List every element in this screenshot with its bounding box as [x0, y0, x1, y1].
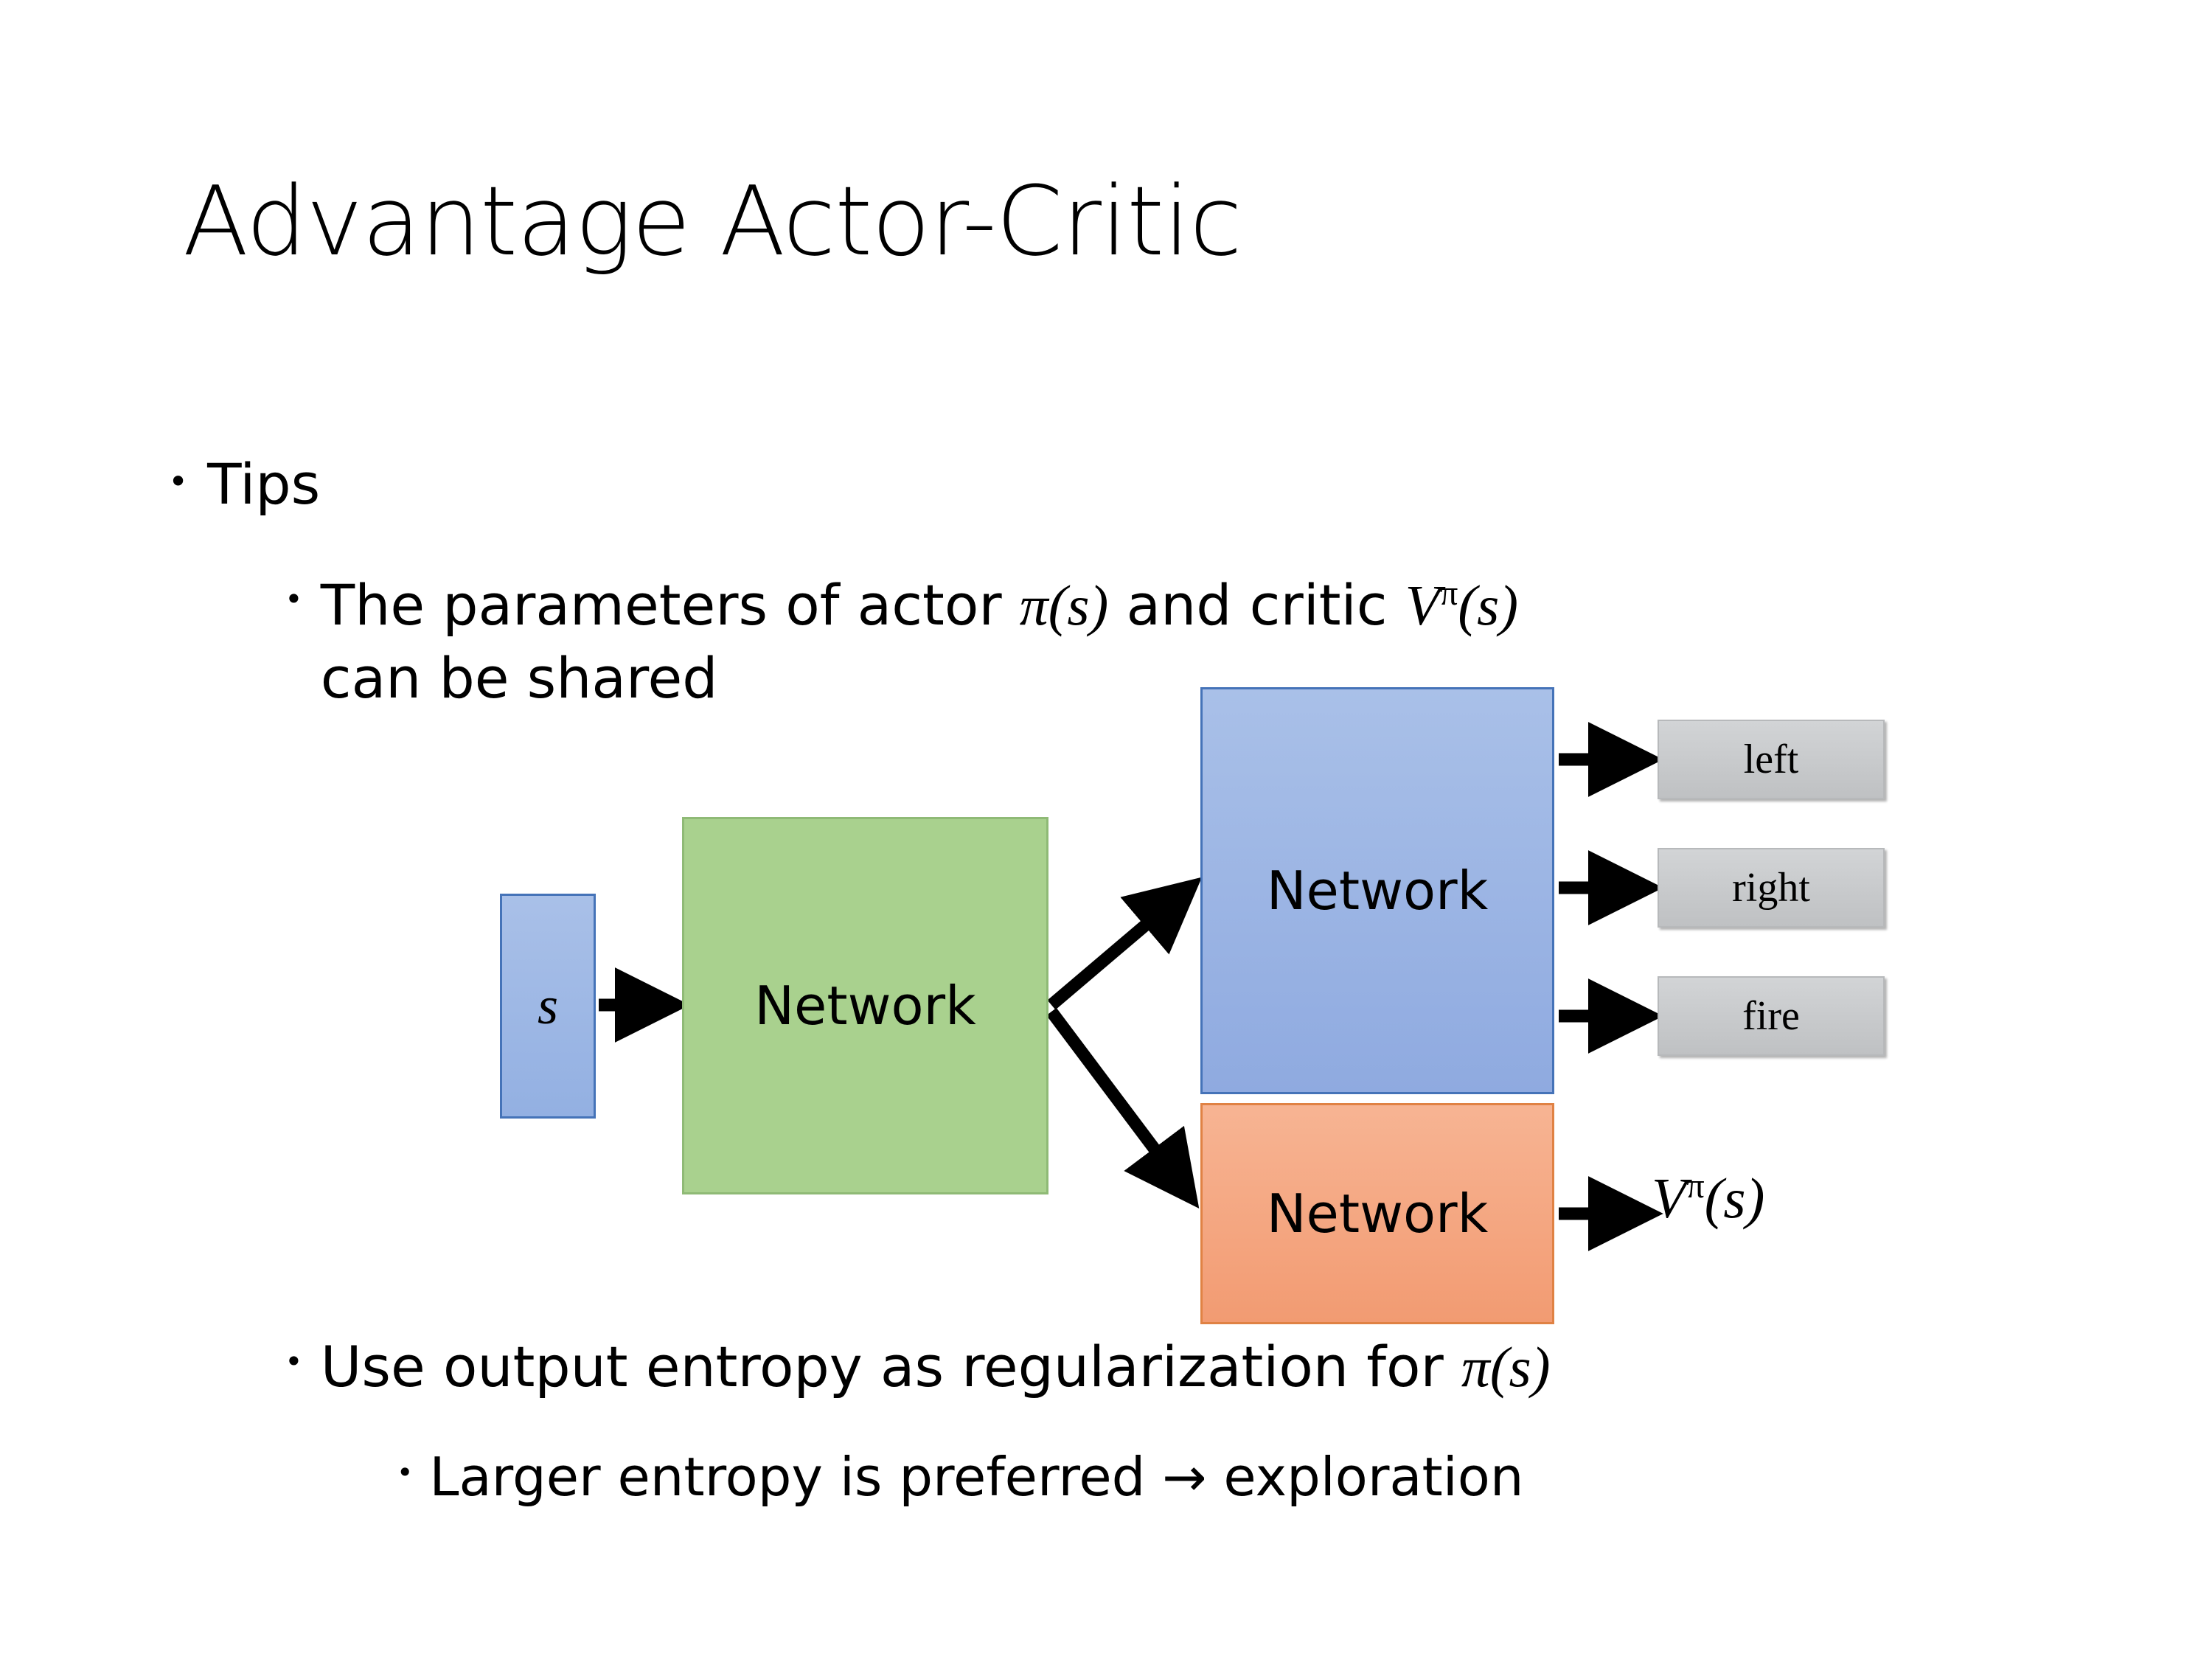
actor-network-box[interactable]: Network	[1200, 687, 1554, 1094]
shared-text-middle: and critic	[1108, 572, 1405, 638]
page-title: Advantage Actor-Critic	[183, 165, 1242, 277]
math-critic-superscript: π	[1440, 574, 1458, 613]
bullet-marker-icon: •	[168, 462, 189, 501]
math-critic-value: Vπ(s)	[1405, 574, 1518, 637]
arrow-shared-to-actor	[1047, 877, 1203, 1010]
value-argument: (s)	[1704, 1166, 1765, 1230]
bullet-marker-icon: •	[397, 1456, 414, 1489]
state-input-box[interactable]: s	[500, 894, 596, 1119]
bullet-marker-icon: •	[285, 1343, 303, 1380]
action-label-right: right	[1732, 865, 1810, 911]
arrow-shared-to-critic	[1046, 1007, 1200, 1209]
bullet-tips-label: Tips	[207, 451, 321, 517]
entropy-text-before: Use output entropy as regularization for	[320, 1334, 1461, 1399]
value-base: V	[1652, 1166, 1687, 1230]
actor-network-label: Network	[1266, 860, 1489, 922]
shared-network-box[interactable]: Network	[682, 817, 1048, 1194]
bullet-entropy-regularization: • Use output entropy as regularization f…	[285, 1332, 2054, 1403]
critic-network-label: Network	[1266, 1183, 1489, 1245]
action-box-fire[interactable]: fire	[1658, 976, 1885, 1056]
bullet-entropy-text: Use output entropy as regularization for…	[321, 1332, 2054, 1403]
math-critic-argument: (s)	[1458, 574, 1519, 637]
bullet-shared-text: The parameters of actor π(s) and critic …	[321, 569, 2054, 714]
bullet-larger-label: Larger entropy is preferred → exploratio…	[429, 1446, 1524, 1508]
action-label-fire: fire	[1742, 993, 1800, 1039]
critic-output-value: Vπ(s)	[1652, 1165, 1764, 1231]
action-box-left[interactable]: left	[1658, 720, 1885, 799]
critic-network-box[interactable]: Network	[1200, 1103, 1554, 1324]
math-actor-policy: π(s)	[1019, 574, 1109, 637]
action-label-left: left	[1743, 737, 1799, 782]
math-critic-base: V	[1405, 574, 1441, 637]
bullet-larger-entropy: • Larger entropy is preferred → explorat…	[397, 1444, 2093, 1510]
value-superscript: π	[1686, 1166, 1705, 1206]
shared-text-before: The parameters of actor	[320, 572, 1020, 638]
bullet-tips: • Tips	[168, 451, 320, 517]
action-box-right[interactable]: right	[1658, 848, 1885, 928]
shared-network-label: Network	[754, 975, 976, 1037]
math-value-function: Vπ(s)	[1652, 1166, 1764, 1230]
bullet-marker-icon: •	[285, 581, 303, 617]
shared-text-line2: can be shared	[320, 645, 718, 712]
bullet-shared-parameters: • The parameters of actor π(s) and criti…	[285, 569, 2054, 714]
state-input-label: s	[537, 976, 559, 1035]
math-policy: π(s)	[1461, 1335, 1551, 1399]
